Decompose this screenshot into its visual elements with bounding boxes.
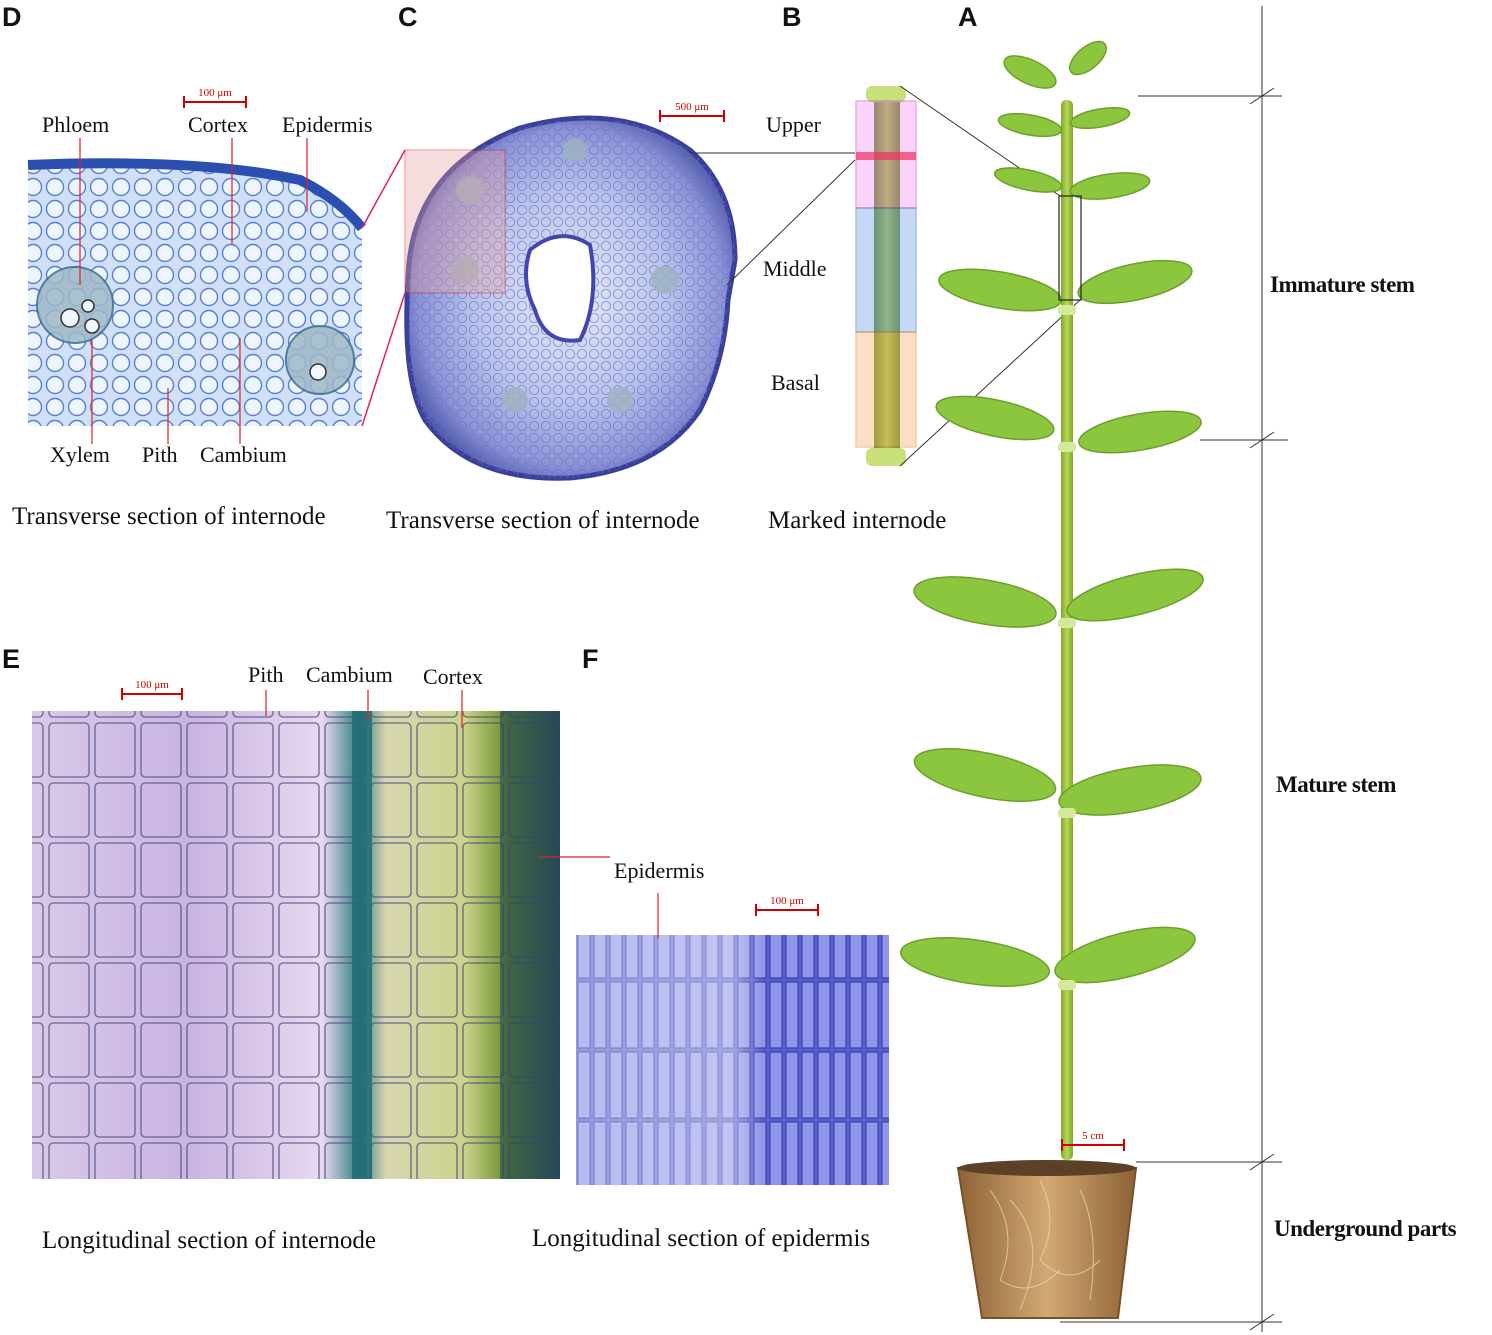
panel-f-label-epidermis: Epidermis [614, 858, 705, 883]
panel-b-label-middle: Middle [763, 256, 827, 281]
leader-lines [79, 138, 659, 938]
panel-d-label-pith: Pith [142, 442, 178, 467]
panel-b-label-basal: Basal [771, 370, 820, 395]
panel-f-caption: Longitudinal section of epidermis [532, 1225, 871, 1252]
panel-letter-c: C [398, 2, 418, 32]
internode-marker-box [1058, 195, 1082, 301]
panel-d-label-cambium: Cambium [200, 442, 287, 467]
link-line-b-bottom [899, 299, 1081, 467]
panel-c-micrograph [404, 115, 738, 481]
zoom-line-d-bottom [361, 292, 406, 427]
region-label-immature-stem: Immature stem [1270, 272, 1415, 297]
panel-f-scale-label: 100 μm [770, 895, 804, 907]
panel-b-internode [855, 86, 917, 466]
panel-d-label-phloem: Phloem [42, 112, 110, 137]
panel-letter-b: B [782, 2, 802, 32]
panel-c-caption: Transverse section of internode [386, 507, 700, 534]
panel-a-scale-label: 5 cm [1082, 1130, 1104, 1142]
panel-d-label-cortex: Cortex [188, 112, 248, 137]
panel-e-micrograph [32, 711, 560, 1179]
panel-e-scale-label: 100 μm [135, 679, 169, 691]
panel-e-label-pith: Pith [248, 662, 284, 687]
panel-b-caption: Marked internode [768, 507, 947, 534]
panel-letter-f: F [582, 644, 599, 674]
panel-a-plant [899, 40, 1204, 1319]
panel-d-scale-label: 100 μm [198, 87, 232, 99]
panel-letter-a: A [958, 2, 978, 32]
region-label-underground-parts: Underground parts [1274, 1216, 1457, 1241]
panel-letter-d: D [2, 2, 22, 32]
panel-e-label-cortex: Cortex [423, 664, 483, 689]
panel-b-label-upper: Upper [766, 112, 821, 137]
panel-e-label-cambium: Cambium [306, 662, 393, 687]
scale-bars [121, 96, 1125, 1151]
panel-f-micrograph [576, 935, 889, 1185]
panel-d-label-xylem: Xylem [50, 442, 110, 467]
panel-d-micrograph [27, 158, 366, 426]
region-brackets [1060, 6, 1288, 1332]
panel-d-caption: Transverse section of internode [12, 503, 326, 530]
zoom-line-d-top [361, 149, 406, 229]
panel-e-caption: Longitudinal section of internode [42, 1227, 376, 1254]
panel-letter-e: E [2, 644, 21, 674]
panel-d-label-epidermis: Epidermis [282, 112, 373, 137]
region-label-mature-stem: Mature stem [1276, 772, 1396, 797]
panel-c-scale-label: 500 μm [675, 101, 709, 113]
link-line-c-bottom [726, 159, 856, 286]
